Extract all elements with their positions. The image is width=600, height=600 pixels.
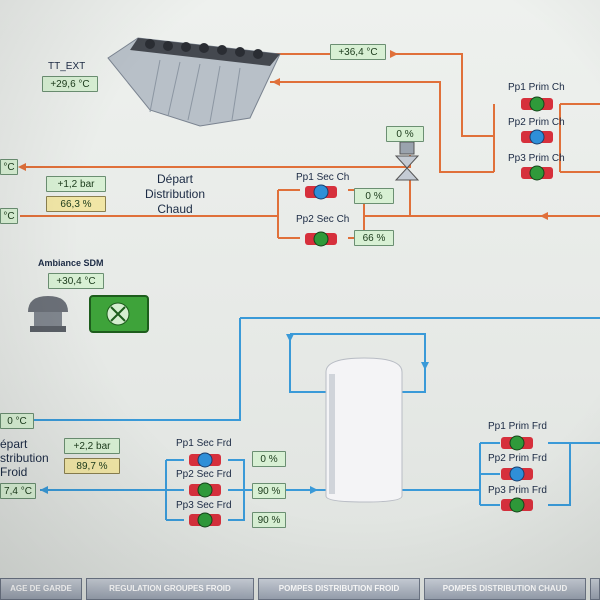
pp3-prim-frd-label: Pp3 Prim Frd [488,485,547,496]
pp1-prim-frd-label: Pp1 Prim Frd [488,421,547,432]
pp2-prim-ch-label: Pp2 Prim Ch [508,117,565,128]
pp3-sec-frd-pump-icon[interactable] [188,511,222,529]
depart-hot-line2: Distribution [144,187,206,201]
pp2-prim-frd-pump-icon[interactable] [500,465,534,483]
cold-arrows [40,334,429,494]
tab-more[interactable] [590,578,600,600]
hot-percent-value: 66,3 % [46,196,106,212]
tt-ext-label: TT_EXT [48,61,86,72]
tab-page-de-garde[interactable]: AGE DE GARDE [0,578,82,600]
pp3-prim-ch-pump-icon[interactable] [520,164,554,182]
pp3-prim-ch-label: Pp3 Prim Ch [508,153,565,164]
pp1-prim-ch-pump-icon[interactable] [520,95,554,113]
hot-arrows [18,50,548,220]
pp1-sec-ch-label: Pp1 Sec Ch [296,172,350,183]
tt-ext-value: +29,6 °C [42,76,98,92]
pp2-prim-frd-label: Pp2 Prim Frd [488,453,547,464]
storage-tank [325,357,403,503]
depart-cold-line2: stribution [0,451,49,465]
tab-pompes-distribution-chaud[interactable]: POMPES DISTRIBUTION CHAUD [424,578,586,600]
hot-left-temp-top: °C [0,159,18,175]
cold-pressure-value: +2,2 bar [64,438,120,454]
return-temp-value: +36,4 °C [330,44,386,60]
valve-percent-value: 0 % [386,126,424,142]
ambiance-label: Ambiance SDM [38,258,104,268]
pp2-sec-frd-value: 90 % [252,483,286,499]
cold-left-temp-top: 0 °C [0,413,34,429]
pp1-sec-ch-pump-icon[interactable] [304,183,338,201]
depart-cold-line3: Froid [0,465,28,479]
depart-hot-line3: Chaud [157,202,193,216]
pp2-sec-ch-pump-icon[interactable] [304,230,338,248]
pp1-prim-frd-pump-icon[interactable] [500,434,534,452]
hot-pressure-value: +1,2 bar [46,176,106,192]
pp3-prim-frd-pump-icon[interactable] [500,496,534,514]
pp1-prim-ch-label: Pp1 Prim Ch [508,82,565,93]
tab-pompes-distribution-froid[interactable]: POMPES DISTRIBUTION FROID [258,578,420,600]
depart-cold-line1: épart [0,437,28,451]
tab-regulation-groupes-froid[interactable]: REGULATION GROUPES FROID [86,578,254,600]
pp2-sec-frd-pump-icon[interactable] [188,481,222,499]
depart-hot-line1: Départ [156,172,194,186]
pp3-sec-frd-value: 90 % [252,512,286,528]
pp2-sec-ch-value: 66 % [354,230,394,246]
pp1-sec-frd-label: Pp1 Sec Frd [176,438,232,449]
pp3-sec-frd-label: Pp3 Sec Frd [176,500,232,511]
pp1-sec-ch-value: 0 % [354,188,394,204]
cold-left-temp-bottom: 7,4 °C [0,483,36,499]
hot-left-temp-bottom: °C [0,208,18,224]
pp1-sec-frd-pump-icon[interactable] [188,451,222,469]
ventilation-control-icon [89,295,149,333]
three-way-valve [394,141,420,181]
pp2-prim-ch-pump-icon[interactable] [520,128,554,146]
cold-percent-value: 89,7 % [64,458,120,474]
pp2-sec-ch-label: Pp2 Sec Ch [296,214,350,225]
ambiance-value: +30,4 °C [48,273,104,289]
dry-cooler-unit [107,37,281,127]
ambiance-fan-hood-icon [28,296,68,332]
pp2-sec-frd-label: Pp2 Sec Frd [176,469,232,480]
pp1-sec-frd-value: 0 % [252,451,286,467]
